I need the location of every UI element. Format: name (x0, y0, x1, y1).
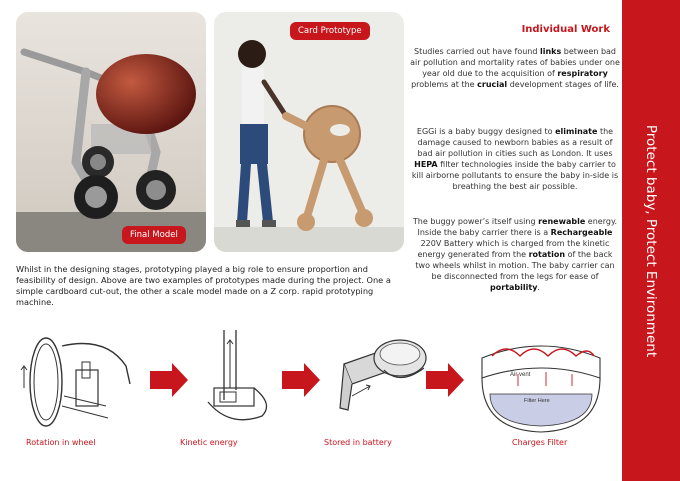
caption-kinetic: Kinetic energy (180, 438, 238, 447)
energy-paragraph: The buggy power’s itself using renewable… (412, 217, 618, 292)
final-model-label: Final Model (122, 226, 186, 244)
caption-rotation: Rotation in wheel (26, 438, 96, 447)
process-arrow-2 (282, 363, 320, 397)
pollution-paragraph: Studies carried out have found links bet… (410, 47, 620, 89)
prototyping-paragraph: Whilst in the designing stages, prototyp… (16, 264, 391, 307)
side-banner-text: Protect baby, Protect Environment (643, 124, 659, 357)
card-prototype-label: Card Prototype (290, 22, 370, 40)
process-arrow-1 (150, 363, 188, 397)
air-vent-label: Air vent (510, 372, 531, 378)
caption-filter: Charges Filter (512, 438, 568, 447)
wheel-rotation-sketch (20, 337, 131, 427)
filter-sketch: Air vent Filter Here (481, 345, 601, 433)
eggi-paragraph: EGGi is a baby buggy designed to elimina… (411, 127, 619, 191)
final-model-photo: Final Model (16, 12, 206, 252)
page-title: Individual Work (521, 24, 610, 35)
kinetic-energy-sketch (207, 330, 268, 421)
filter-here-label: Filter Here (524, 398, 550, 404)
card-prototype-photo: Card Prototype (214, 12, 404, 252)
battery-sketch (339, 339, 427, 411)
side-banner: Protect baby, Protect Environment (622, 0, 680, 481)
process-arrow-3 (426, 363, 464, 397)
caption-battery: Stored in battery (324, 438, 392, 447)
